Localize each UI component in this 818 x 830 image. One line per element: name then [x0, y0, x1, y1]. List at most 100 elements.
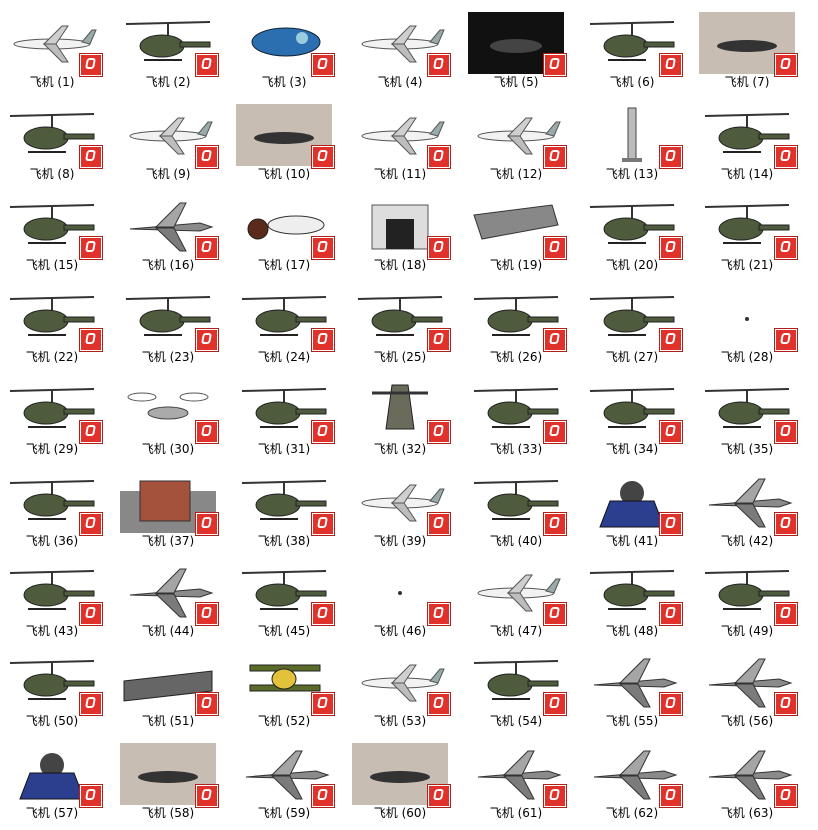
- sketchup-file-icon: [80, 785, 102, 807]
- thumbnail-item[interactable]: 飞机 (14): [695, 92, 810, 183]
- thumbnail-item[interactable]: 飞机 (50): [0, 639, 115, 730]
- sketchup-file-icon: [660, 603, 682, 625]
- thumbnail-item[interactable]: 飞机 (43): [0, 549, 115, 640]
- thumbnail-item[interactable]: 飞机 (45): [232, 549, 347, 640]
- thumbnail-item[interactable]: 飞机 (46): [348, 549, 463, 640]
- model-preview-image: [4, 561, 100, 623]
- sketchup-file-icon: [428, 54, 450, 76]
- thumbnail-item[interactable]: 飞机 (52): [232, 639, 347, 730]
- thumbnail-item[interactable]: 飞机 (9): [116, 92, 231, 183]
- sketchup-file-icon: [312, 54, 334, 76]
- thumbnail-item[interactable]: 飞机 (2): [116, 0, 231, 91]
- thumbnail-item[interactable]: 飞机 (59): [232, 731, 347, 822]
- thumbnail-item[interactable]: 飞机 (10): [232, 92, 347, 183]
- file-name-label: 飞机 (54): [489, 714, 543, 728]
- thumbnail-item[interactable]: 飞机 (17): [232, 183, 347, 274]
- model-preview-image: [4, 743, 100, 805]
- model-preview-image: [236, 12, 332, 74]
- thumbnail-item[interactable]: 飞机 (18): [348, 183, 463, 274]
- thumbnail-item[interactable]: 飞机 (58): [116, 731, 231, 822]
- thumbnail-item[interactable]: 飞机 (35): [695, 367, 810, 458]
- thumbnail-item[interactable]: 飞机 (47): [464, 549, 579, 640]
- file-name-label: 飞机 (15): [25, 258, 79, 272]
- thumbnail-item[interactable]: 飞机 (8): [0, 92, 115, 183]
- thumbnail-item[interactable]: 飞机 (12): [464, 92, 579, 183]
- thumbnail-item[interactable]: 飞机 (5): [464, 0, 579, 91]
- model-preview-image: [236, 651, 332, 713]
- thumbnail-item[interactable]: 飞机 (61): [464, 731, 579, 822]
- thumbnail-item[interactable]: 飞机 (62): [580, 731, 695, 822]
- thumbnail-item[interactable]: 飞机 (11): [348, 92, 463, 183]
- thumbnail-item[interactable]: 飞机 (54): [464, 639, 579, 730]
- model-preview-image: [699, 651, 795, 713]
- thumbnail-item[interactable]: 飞机 (38): [232, 459, 347, 550]
- thumbnail-item[interactable]: 飞机 (3): [232, 0, 347, 91]
- sketchup-file-icon: [312, 785, 334, 807]
- sketchup-file-icon: [544, 237, 566, 259]
- file-name-label: 飞机 (41): [605, 534, 659, 548]
- sketchup-file-icon: [80, 693, 102, 715]
- thumbnail-item[interactable]: 飞机 (41): [580, 459, 695, 550]
- thumbnail-item[interactable]: 飞机 (7): [695, 0, 810, 91]
- file-name-label: 飞机 (24): [257, 350, 311, 364]
- thumbnail-item[interactable]: 飞机 (40): [464, 459, 579, 550]
- thumbnail-item[interactable]: 飞机 (37): [116, 459, 231, 550]
- thumbnail-item[interactable]: 飞机 (60): [348, 731, 463, 822]
- thumbnail-item[interactable]: 飞机 (1): [0, 0, 115, 91]
- thumbnail-item[interactable]: 飞机 (22): [0, 275, 115, 366]
- thumbnail-item[interactable]: 飞机 (16): [116, 183, 231, 274]
- thumbnail-item[interactable]: 飞机 (30): [116, 367, 231, 458]
- thumbnail-item[interactable]: 飞机 (56): [695, 639, 810, 730]
- file-name-label: 飞机 (51): [141, 714, 195, 728]
- sketchup-file-icon: [544, 146, 566, 168]
- sketchup-file-icon: [312, 237, 334, 259]
- model-preview-image: [468, 104, 564, 166]
- sketchup-file-icon: [544, 329, 566, 351]
- thumbnail-item[interactable]: 飞机 (36): [0, 459, 115, 550]
- thumbnail-item[interactable]: 飞机 (42): [695, 459, 810, 550]
- thumbnail-item[interactable]: 飞机 (53): [348, 639, 463, 730]
- thumbnail-item[interactable]: 飞机 (55): [580, 639, 695, 730]
- thumbnail-item[interactable]: 飞机 (24): [232, 275, 347, 366]
- sketchup-file-icon: [428, 421, 450, 443]
- thumbnail-item[interactable]: 飞机 (26): [464, 275, 579, 366]
- thumbnail-item[interactable]: 飞机 (49): [695, 549, 810, 640]
- thumbnail-item[interactable]: 飞机 (39): [348, 459, 463, 550]
- thumbnail-item[interactable]: 飞机 (57): [0, 731, 115, 822]
- thumbnail-item[interactable]: 飞机 (33): [464, 367, 579, 458]
- thumbnail-item[interactable]: 飞机 (29): [0, 367, 115, 458]
- model-preview-image: [584, 104, 680, 166]
- file-name-label: 飞机 (39): [373, 534, 427, 548]
- thumbnail-item[interactable]: 飞机 (23): [116, 275, 231, 366]
- file-name-label: 飞机 (29): [25, 442, 79, 456]
- thumbnail-item[interactable]: 飞机 (25): [348, 275, 463, 366]
- model-preview-image: [4, 379, 100, 441]
- sketchup-file-icon: [544, 603, 566, 625]
- thumbnail-item[interactable]: 飞机 (31): [232, 367, 347, 458]
- file-name-label: 飞机 (46): [373, 624, 427, 638]
- thumbnail-item[interactable]: 飞机 (6): [580, 0, 695, 91]
- file-name-label: 飞机 (52): [257, 714, 311, 728]
- thumbnail-item[interactable]: 飞机 (13): [580, 92, 695, 183]
- thumbnail-item[interactable]: 飞机 (44): [116, 549, 231, 640]
- thumbnail-item[interactable]: 飞机 (48): [580, 549, 695, 640]
- thumbnail-item[interactable]: 飞机 (4): [348, 0, 463, 91]
- file-name-label: 飞机 (43): [25, 624, 79, 638]
- thumbnail-item[interactable]: 飞机 (51): [116, 639, 231, 730]
- model-preview-image: [352, 195, 448, 257]
- thumbnail-item[interactable]: 飞机 (32): [348, 367, 463, 458]
- sketchup-file-icon: [196, 237, 218, 259]
- thumbnail-item[interactable]: 飞机 (15): [0, 183, 115, 274]
- file-name-label: 飞机 (49): [720, 624, 774, 638]
- file-name-label: 飞机 (58): [141, 806, 195, 820]
- thumbnail-item[interactable]: 飞机 (28): [695, 275, 810, 366]
- thumbnail-item[interactable]: 飞机 (27): [580, 275, 695, 366]
- sketchup-file-icon: [428, 237, 450, 259]
- thumbnail-item[interactable]: 飞机 (63): [695, 731, 810, 822]
- thumbnail-item[interactable]: 飞机 (19): [464, 183, 579, 274]
- sketchup-file-icon: [544, 693, 566, 715]
- sketchup-file-icon: [775, 54, 797, 76]
- thumbnail-item[interactable]: 飞机 (20): [580, 183, 695, 274]
- thumbnail-item[interactable]: 飞机 (34): [580, 367, 695, 458]
- thumbnail-item[interactable]: 飞机 (21): [695, 183, 810, 274]
